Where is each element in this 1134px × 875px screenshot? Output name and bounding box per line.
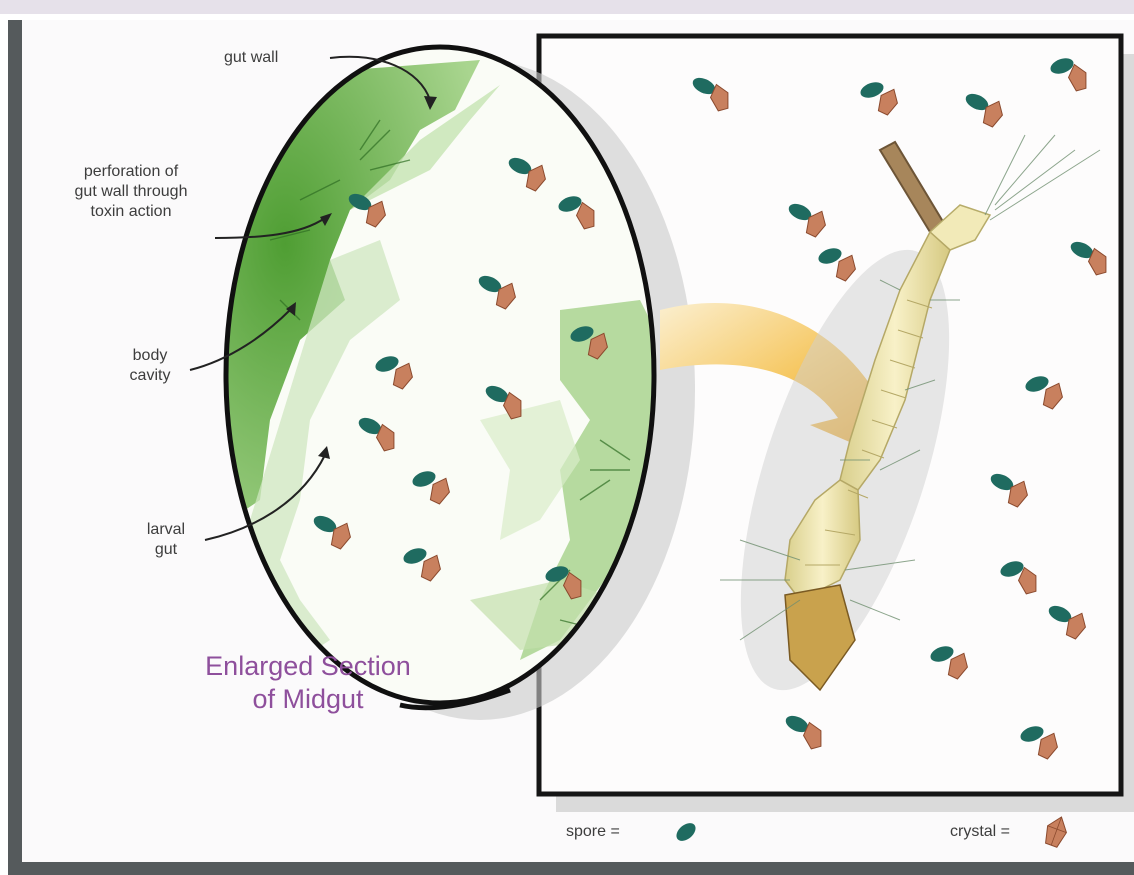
perforation-label-line-2: gut wall through [36, 182, 226, 202]
perforation-label-line-1: perforation of [36, 162, 226, 182]
section-title-line-1: Enlarged Section [168, 650, 448, 683]
legend-spore-label: spore = [566, 822, 620, 842]
perforation-label: perforation of gut wall through toxin ac… [36, 162, 226, 222]
larval-gut-label-line-1: larval [126, 520, 206, 540]
section-title-line-2: of Midgut [168, 683, 448, 716]
legend-crystal-label: crystal = [950, 822, 1010, 842]
section-title: Enlarged Section of Midgut [168, 650, 448, 716]
body-cavity-label-line-2: cavity [110, 366, 190, 386]
larval-gut-label-line-2: gut [126, 540, 206, 560]
perforation-label-line-3: toxin action [36, 202, 226, 222]
gut-wall-label: gut wall [224, 48, 278, 68]
body-cavity-label-line-1: body [110, 346, 190, 366]
larval-gut-label: larval gut [126, 520, 206, 560]
body-cavity-label: body cavity [110, 346, 190, 386]
